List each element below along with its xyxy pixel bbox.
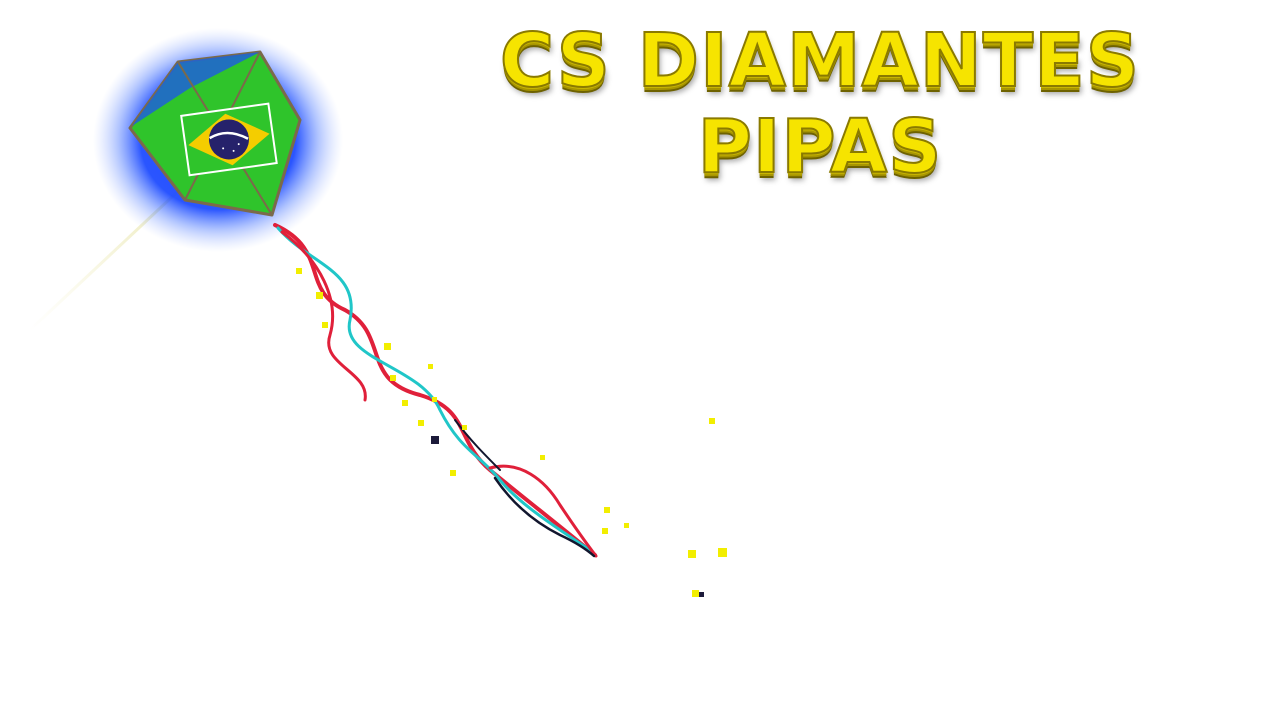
sparkles bbox=[296, 268, 727, 597]
game-title-line-1: CS DIAMANTES bbox=[499, 17, 1141, 105]
kite[interactable] bbox=[93, 28, 343, 252]
game-title-line-2: PIPAS bbox=[697, 103, 943, 191]
brazil-flag-icon bbox=[180, 102, 278, 177]
kite-tail bbox=[273, 223, 598, 558]
game-logo: CS DIAMANTES PIPAS bbox=[470, 17, 1170, 191]
kite-top-panel bbox=[132, 52, 260, 126]
dark-specks bbox=[431, 436, 704, 597]
